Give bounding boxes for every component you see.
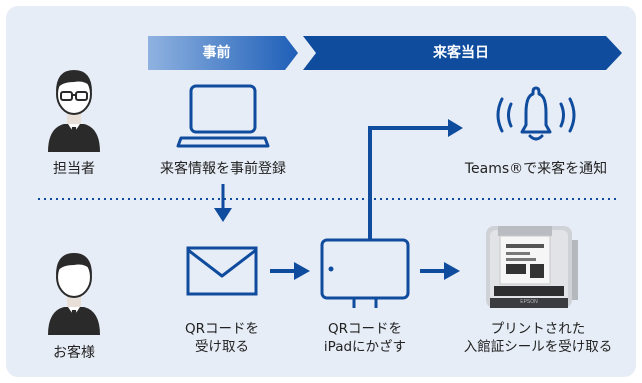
caption-receive-qr-line2: 受け取る (195, 339, 249, 355)
caption-printed: プリントされた 入館証シールを受け取る (452, 320, 624, 356)
phase-arrow-before (148, 36, 298, 70)
envelope-icon (186, 246, 258, 296)
bell-icon (496, 86, 576, 141)
caption-printed-line1: プリントされた (490, 321, 586, 337)
phase-arrow-day-of (303, 36, 622, 70)
guest-person-icon (48, 253, 100, 335)
laptop-icon (176, 84, 270, 148)
printer-brand-label: EPSON (520, 299, 538, 305)
caption-notify: Teams®で来客を通知 (464, 161, 608, 177)
guest-label: お客様 (53, 345, 95, 361)
caption-hold-qr-line2: iPadにかざす (323, 339, 407, 355)
label-printer-icon (486, 226, 578, 308)
staff-person-icon (48, 70, 100, 152)
staff-label: 担当者 (53, 161, 95, 177)
phase-label-day-of: 来客当日 (433, 45, 489, 61)
caption-receive-qr: QRコードを 受け取る (167, 320, 277, 356)
caption-hold-qr-line1: QRコードを (327, 321, 402, 337)
arrow-tablet-to-notify (368, 119, 463, 240)
caption-hold-qr: QRコードを iPadにかざす (310, 320, 420, 356)
arrow-register-to-mail (214, 184, 232, 222)
caption-receive-qr-line1: QRコードを (184, 321, 259, 337)
tablet-icon (320, 238, 410, 308)
phase-label-before: 事前 (202, 45, 231, 61)
caption-register: 来客情報を事前登録 (160, 161, 286, 177)
caption-printed-line2: 入館証シールを受け取る (463, 339, 613, 355)
arrow-mail-to-tablet (270, 262, 310, 280)
arrow-tablet-to-printer (420, 262, 460, 280)
